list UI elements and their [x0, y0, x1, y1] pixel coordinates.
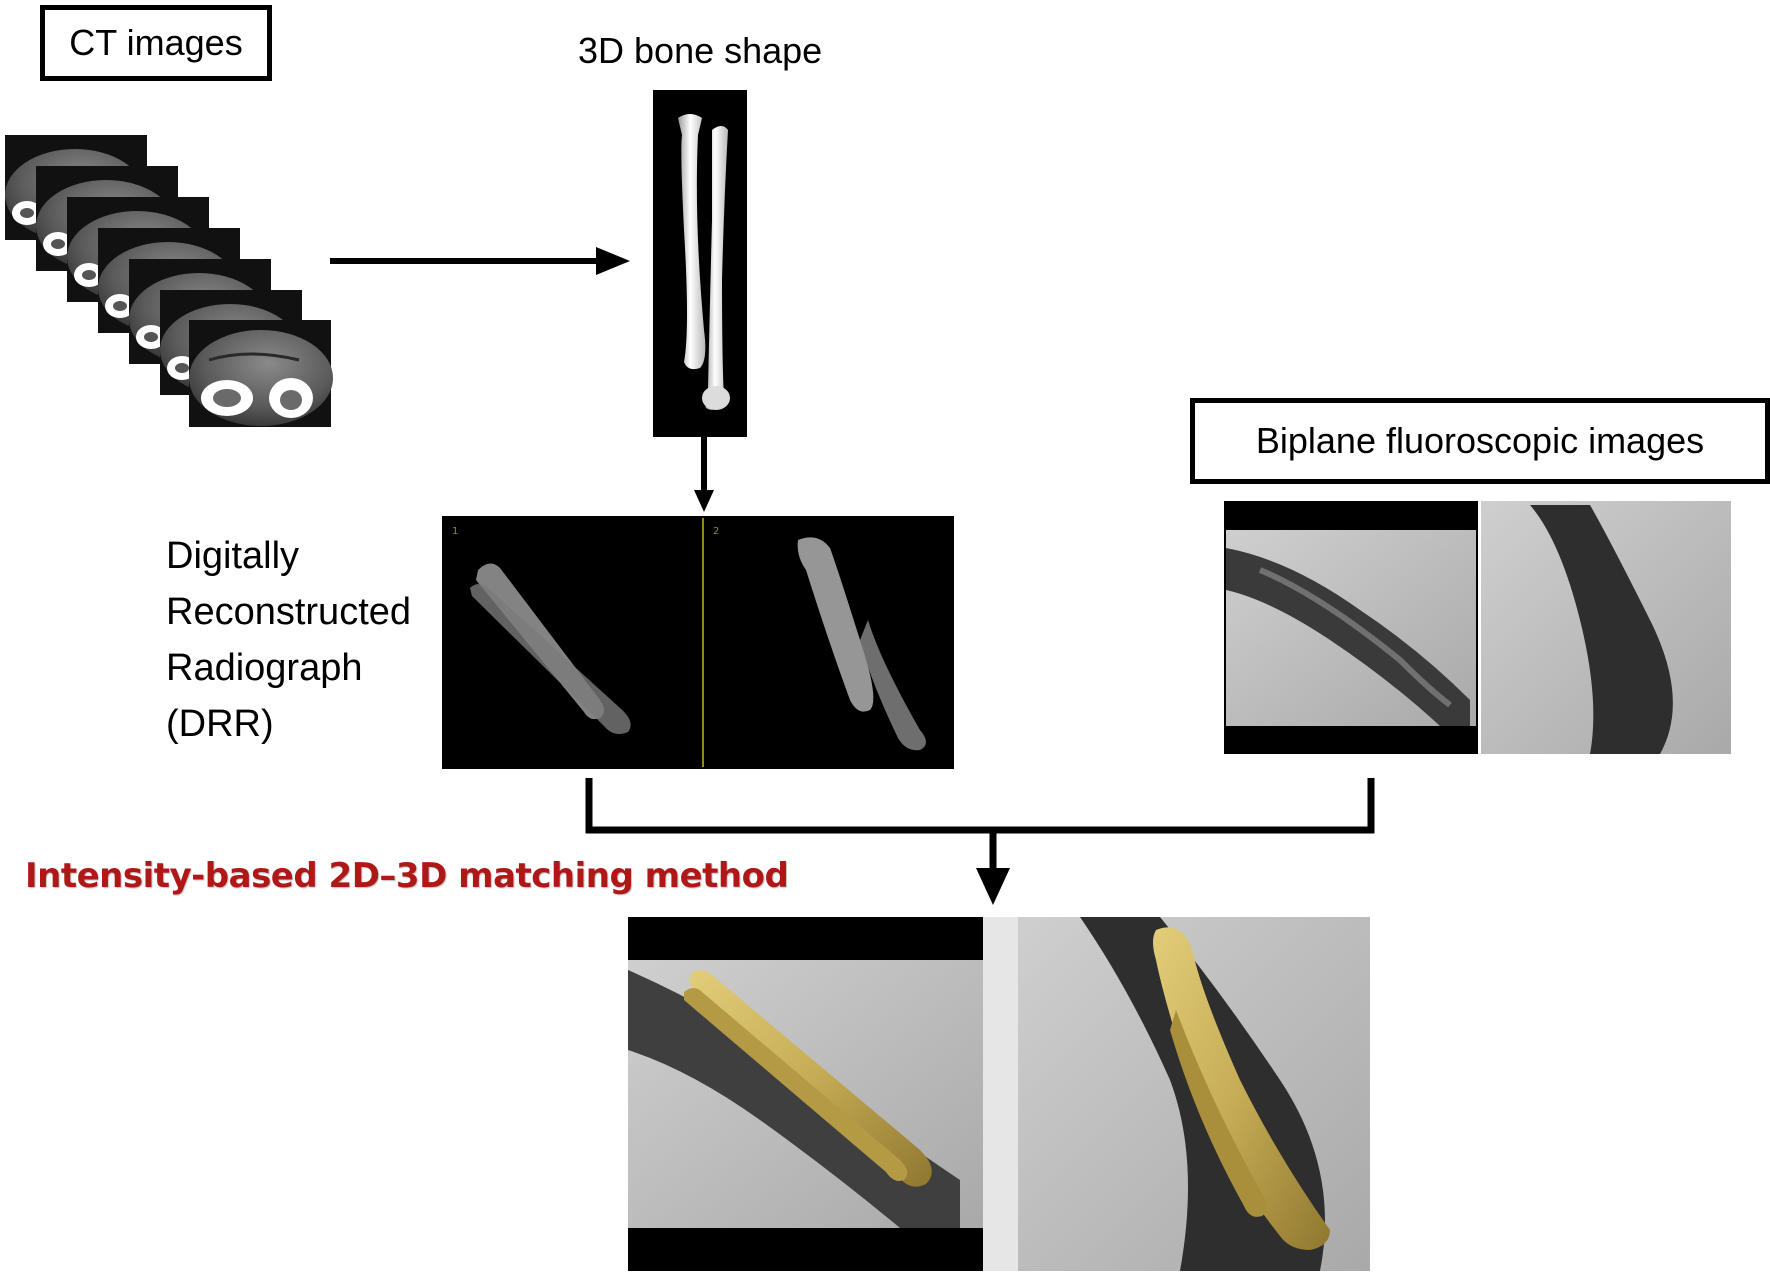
drr-label-line-2: Reconstructed — [166, 591, 412, 633]
fluoroscopic-images — [1224, 501, 1731, 754]
drr-label-line-4: (DRR) — [166, 703, 274, 745]
ct-images-label: CT images — [69, 22, 243, 63]
arrowhead — [596, 247, 630, 275]
drr-label: Digitally Reconstructed Radiograph (DRR) — [166, 528, 411, 752]
merge-bracket — [585, 778, 1375, 872]
biplane-label: Biplane fluoroscopic images — [1255, 420, 1705, 461]
drr-label-line-3: Radiograph — [166, 647, 363, 689]
biplane-label-box: Biplane fluoroscopic images — [1190, 398, 1770, 484]
method-label: Intensity-based 2D–3D matching method — [25, 856, 789, 896]
ct-slice-front — [189, 320, 333, 427]
svg-text:1: 1 — [452, 526, 458, 537]
drr-label-line-1: Digitally — [166, 535, 300, 577]
arrowhead — [694, 490, 714, 512]
ct-slice-stack — [5, 135, 333, 427]
bone-shape-label: 3D bone shape — [578, 30, 823, 71]
drr-images: 1 2 — [442, 516, 954, 769]
ct-images-label-box: CT images — [40, 5, 272, 81]
svg-text:2: 2 — [713, 526, 719, 537]
arrowhead — [976, 868, 1010, 905]
bone-model — [653, 90, 747, 437]
matched-overlay-images — [628, 917, 1370, 1271]
